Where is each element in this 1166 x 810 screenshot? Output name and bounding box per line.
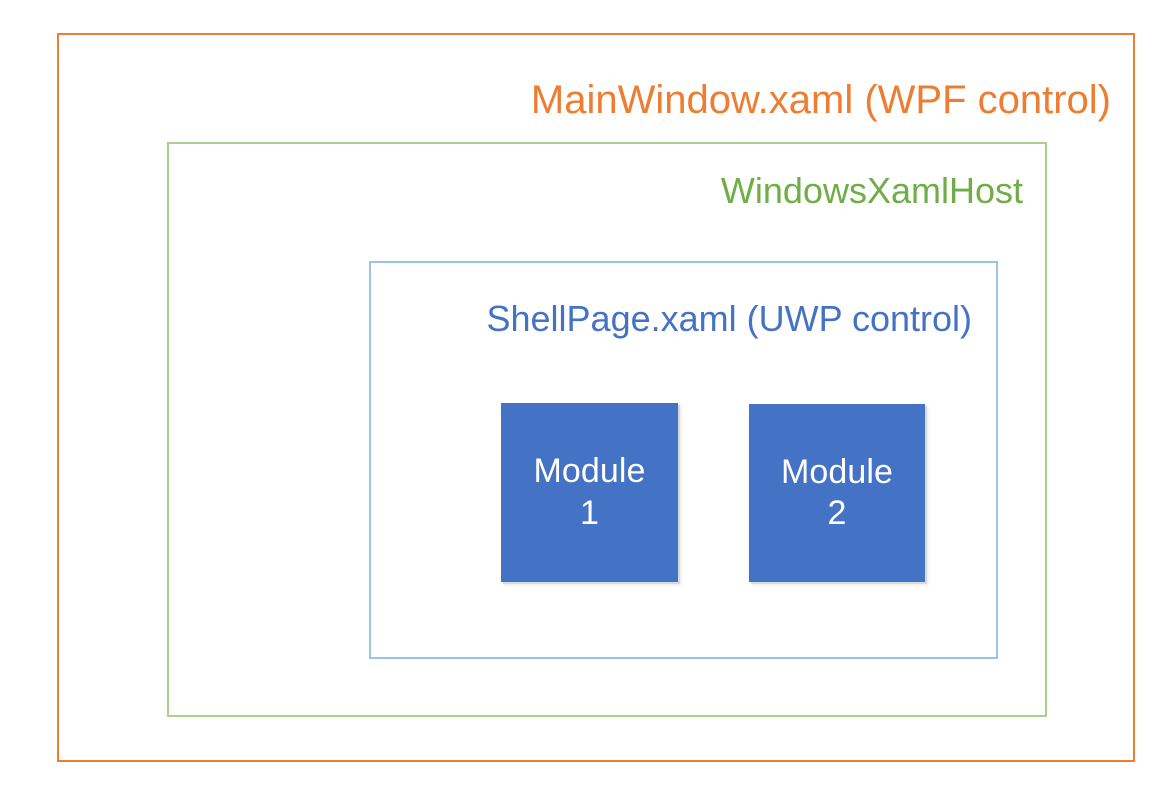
- module-1-label-line2: 1: [579, 493, 599, 532]
- shellpage-xaml-boundary: ShellPage.xaml (UWP control): [369, 261, 998, 659]
- mainwindow-xaml-boundary: MainWindow.xaml (WPF control): [57, 33, 1135, 762]
- module-1-label: Module 1: [529, 451, 649, 534]
- module-2-box: Module 2: [749, 404, 925, 582]
- shellpage-xaml-label: ShellPage.xaml (UWP control): [486, 298, 972, 339]
- windowsxamlhost-boundary: WindowsXamlHost: [167, 142, 1047, 717]
- mainwindow-xaml-label: MainWindow.xaml (WPF control): [530, 78, 1111, 122]
- module-2-label-line2: 2: [827, 494, 847, 532]
- module-1-label-line1: Module: [533, 452, 646, 491]
- module-1-box: Module 1: [501, 403, 678, 582]
- module-2-label-line1: Module: [780, 452, 894, 491]
- module-2-label: Module 2: [777, 452, 897, 535]
- windowsxamlhost-label: WindowsXamlHost: [720, 170, 1023, 211]
